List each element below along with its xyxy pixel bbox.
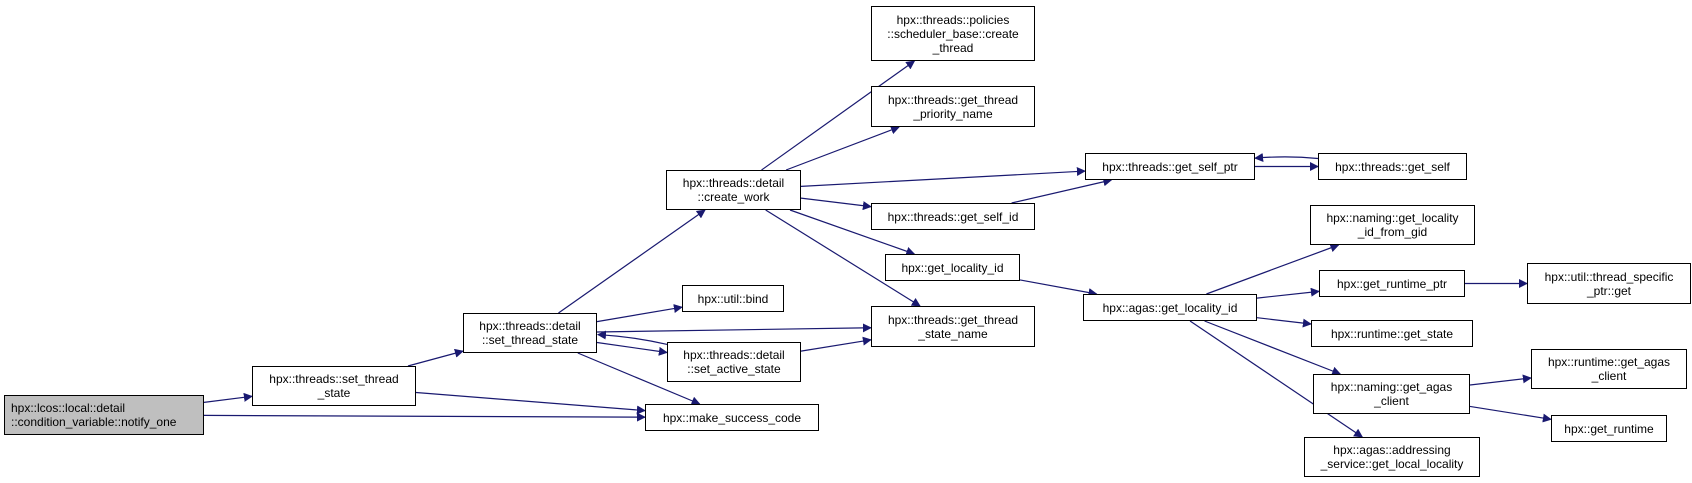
edge-agas-get-locality-id-to-agas-get-local-locality: [1189, 320, 1364, 438]
node-get-self[interactable]: hpx::threads::get_self: [1318, 153, 1467, 180]
node-get-self-id[interactable]: hpx::threads::get_self_id: [871, 203, 1035, 230]
edge-create-work-to-get-thread-priority-name: [785, 125, 900, 171]
edge-agas-get-locality-id-to-runtime-get-state: [1256, 317, 1312, 328]
edge-get-locality-id-to-agas-get-locality-id: [1019, 279, 1098, 297]
edge-naming-get-agas-client-to-runtime-get-agas-client: [1469, 374, 1532, 386]
node-get-thread-state-name[interactable]: hpx::threads::get_thread _state_name: [871, 306, 1035, 347]
node-runtime-get-state[interactable]: hpx::runtime::get_state: [1311, 320, 1473, 347]
edge-naming-get-agas-client-to-get-runtime: [1469, 405, 1552, 423]
node-get-runtime[interactable]: hpx::get_runtime: [1551, 415, 1667, 442]
edge-create-work-to-get-self-id: [800, 197, 872, 211]
edge-set-thread-state-to-create-work: [558, 209, 706, 314]
edge-create-work-to-get-thread-state-name: [765, 209, 921, 307]
edge-notify-one-to-set-thread-state-top: [203, 392, 253, 403]
node-agas-get-local-locality[interactable]: hpx::agas::addressing _service::get_loca…: [1304, 437, 1480, 477]
node-get-locality-id[interactable]: hpx::get_locality_id: [885, 254, 1020, 281]
edge-set-thread-state-to-util-bind: [596, 304, 683, 323]
edge-set-thread-state-to-make-success-code: [577, 352, 701, 406]
edge-set-active-state-to-set-thread-state: [596, 330, 668, 346]
edge-create-work-to-create-thread: [761, 60, 916, 171]
node-make-success-code[interactable]: hpx::make_success_code: [645, 404, 819, 431]
edge-agas-get-locality-id-to-naming-get-agas-client: [1204, 320, 1342, 376]
node-create-thread[interactable]: hpx::threads::policies ::scheduler_base:…: [871, 6, 1035, 61]
node-naming-get-locality-id-from-gid[interactable]: hpx::naming::get_locality _id_from_gid: [1310, 205, 1475, 245]
node-runtime-get-agas-client[interactable]: hpx::runtime::get_agas _client: [1531, 349, 1687, 389]
node-util-bind[interactable]: hpx::util::bind: [682, 285, 784, 312]
node-get-self-ptr[interactable]: hpx::threads::get_self_ptr: [1085, 153, 1255, 180]
edge-agas-get-locality-id-to-get-runtime-ptr: [1256, 287, 1320, 299]
node-create-work[interactable]: hpx::threads::detail ::create_work: [666, 170, 801, 210]
edge-set-thread-state-to-get-thread-state-name: [596, 323, 872, 333]
edge-set-thread-state-top-to-set-thread-state: [407, 348, 464, 367]
node-set-thread-state[interactable]: hpx::threads::detail ::set_thread_state: [463, 313, 597, 353]
node-set-thread-state-top[interactable]: hpx::threads::set_thread _state: [252, 366, 416, 406]
node-naming-get-agas-client[interactable]: hpx::naming::get_agas _client: [1313, 374, 1470, 414]
edge-agas-get-locality-id-to-naming-get-locality-id-from-gid: [1206, 243, 1340, 295]
edge-create-work-to-get-locality-id: [789, 209, 916, 256]
node-get-thread-priority-name[interactable]: hpx::threads::get_thread _priority_name: [871, 86, 1035, 127]
edge-set-active-state-to-get-thread-state-name: [800, 336, 872, 352]
node-agas-get-locality-id[interactable]: hpx::agas::get_locality_id: [1083, 294, 1257, 321]
edge-notify-one-to-make-success-code: [203, 412, 646, 422]
edge-get-self-to-get-self-ptr: [1254, 152, 1319, 162]
edge-set-thread-state-top-to-make-success-code: [415, 391, 646, 415]
edge-get-self-id-to-get-self-ptr: [1011, 177, 1113, 204]
node-thread-specific-ptr-get[interactable]: hpx::util::thread_specific _ptr::get: [1527, 263, 1691, 304]
edge-create-work-to-get-self-ptr: [800, 167, 1086, 187]
node-set-active-state[interactable]: hpx::threads::detail ::set_active_state: [667, 342, 801, 382]
edge-set-thread-state-to-set-active-state: [596, 341, 668, 356]
node-get-runtime-ptr[interactable]: hpx::get_runtime_ptr: [1319, 270, 1465, 297]
node-notify-one[interactable]: hpx::lcos::local::detail ::condition_var…: [4, 395, 204, 435]
